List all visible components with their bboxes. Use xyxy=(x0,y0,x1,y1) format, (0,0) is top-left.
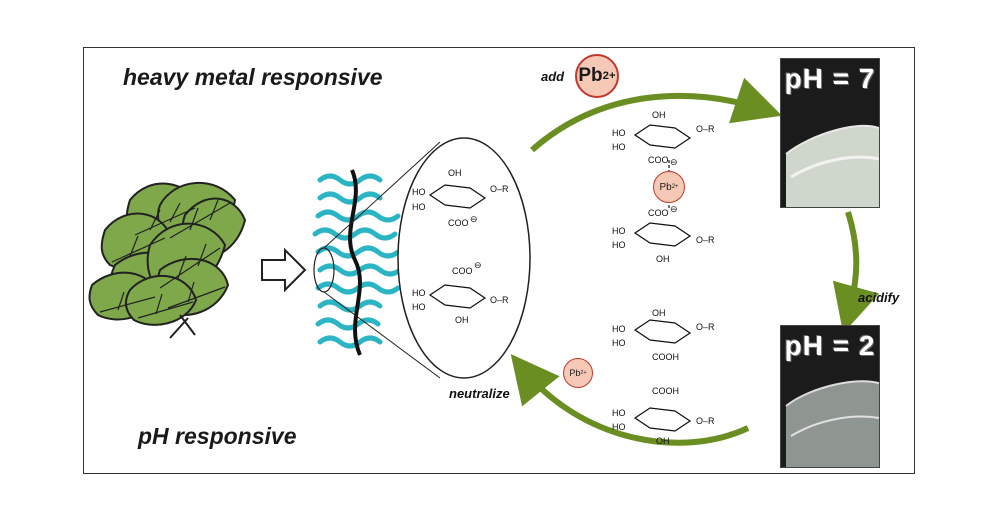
chem-ho-9: HO xyxy=(612,324,626,334)
leaves-illustration xyxy=(88,181,247,339)
chem-ho-2: HO xyxy=(412,202,426,212)
chem-or-5: O–R xyxy=(696,322,715,332)
lead-ion-symbol: Pb xyxy=(569,368,581,378)
chem-oh-2: OH xyxy=(455,315,469,325)
chem-ho-12: HO xyxy=(612,422,626,432)
magnifier-line-bottom xyxy=(323,291,441,379)
chem-minus-1: ⊖ xyxy=(470,214,478,224)
chem-coo-4: COO xyxy=(648,208,669,218)
chem-ho-7: HO xyxy=(612,226,626,236)
chem-or-3: O–R xyxy=(696,124,715,134)
magnifier-line-top xyxy=(323,141,441,249)
ph-label-neutral: pH = 7 xyxy=(784,63,876,94)
lead-ion-charge: 2+ xyxy=(671,184,679,190)
chem-coo-3: COO xyxy=(648,155,669,165)
chem-ho-4: HO xyxy=(412,302,426,312)
title-ph-responsive: pH responsive xyxy=(138,423,297,449)
chem-ho-1: HO xyxy=(412,187,426,197)
chem-coo-1: COO xyxy=(448,218,469,228)
chem-ho-5: HO xyxy=(612,128,626,138)
photo-vial-acidic: pH = 2 xyxy=(780,325,880,468)
chem-or-4: O–R xyxy=(696,235,715,245)
ph-label-acidic: pH = 2 xyxy=(784,330,876,361)
step-label-neutralize: neutralize xyxy=(449,386,510,401)
chem-cooh-2: COOH xyxy=(652,386,679,396)
chem-oh-5: OH xyxy=(652,308,666,318)
vial-clear-image xyxy=(781,326,879,467)
step-label-acidify: acidify xyxy=(858,290,900,305)
chem-or-6: O–R xyxy=(696,416,715,426)
arrow-neutralize xyxy=(510,353,750,446)
title-heavy-metal-responsive: heavy metal responsive xyxy=(123,64,383,90)
chem-minus-2: ⊖ xyxy=(474,260,482,270)
leaf-9 xyxy=(124,274,198,326)
fiber-backbone xyxy=(348,169,362,356)
chem-oh-4: OH xyxy=(656,254,670,264)
step-label-add: add xyxy=(541,69,565,84)
chem-ho-11: HO xyxy=(612,408,626,418)
lead-ion-charge: 2+ xyxy=(580,370,587,376)
lead-ion-symbol: Pb xyxy=(659,181,672,193)
chem-or-1: O–R xyxy=(490,184,509,194)
photo-vial-neutral: pH = 7 xyxy=(780,58,880,208)
chem-oh-3: OH xyxy=(652,110,666,120)
chem-ho-10: HO xyxy=(612,338,626,348)
chem-minus-3: ⊖ xyxy=(670,157,678,167)
vial-cloudy-image xyxy=(781,59,879,207)
chem-oh-1: OH xyxy=(448,168,462,178)
chem-minus-4: ⊖ xyxy=(670,204,678,214)
arrow-add-lead xyxy=(530,77,783,153)
process-arrow xyxy=(261,247,307,293)
leaf-veins xyxy=(99,199,231,319)
chem-ho-8: HO xyxy=(612,240,626,250)
leaf-stems xyxy=(169,314,196,339)
lead-ion-charge: 2+ xyxy=(602,70,616,82)
arrow-acidify xyxy=(832,211,880,334)
chem-oh-6: OH xyxy=(656,436,670,446)
chem-ho-6: HO xyxy=(612,142,626,152)
magnifier-ellipse xyxy=(397,137,531,379)
chem-coo-2: COO xyxy=(452,266,473,276)
chem-or-2: O–R xyxy=(490,295,509,305)
chem-ho-3: HO xyxy=(412,288,426,298)
lead-ion-symbol: Pb xyxy=(578,65,603,86)
chem-cooh-1: COOH xyxy=(652,352,679,362)
